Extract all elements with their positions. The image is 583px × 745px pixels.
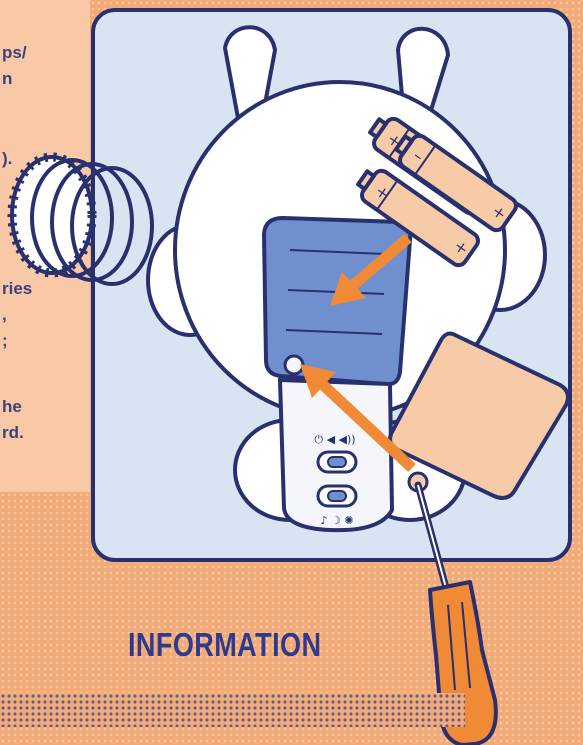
remote-bottom-symbols: ♪ ☽ ✺ — [320, 514, 353, 527]
remote-top-symbols: ⏻ ◀ ◀)) — [314, 433, 355, 446]
remote-control-panel: ⏻ ◀ ◀)) ♪ ☽ ✺ — [280, 356, 392, 530]
section-heading: INFORMATION — [128, 626, 321, 664]
decorative-dot-band — [0, 693, 465, 727]
